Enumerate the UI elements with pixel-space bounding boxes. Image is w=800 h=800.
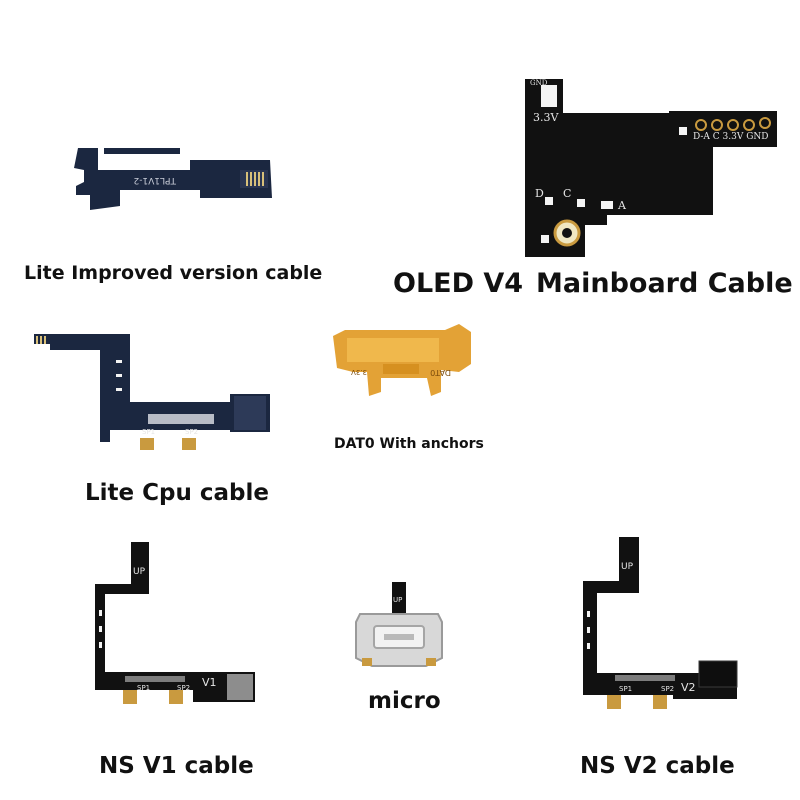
- oled-gnd-top: GND: [530, 79, 548, 87]
- v1-up-label: UP: [133, 567, 146, 577]
- ns-v1-cable-image: UP SP1 SP2 V1: [85, 540, 265, 710]
- ns-v2-cable-image: UP SP1 SP2 V2: [575, 535, 745, 710]
- dat0-left-label: 3.3V: [351, 368, 367, 376]
- oled-v4-cable-image: GND 3.3V D-A C 3.3V GND D C A: [515, 75, 785, 260]
- lite-cpu-cable-image: SP1 SP2: [30, 330, 280, 455]
- lite-improved-silk-label: TPL1V1-2: [133, 175, 177, 185]
- v2-sp2: SP2: [661, 685, 674, 693]
- v1-sp2: SP2: [177, 684, 190, 692]
- lite-cpu-sp1: SP1: [142, 428, 155, 436]
- caption-ns-v1: NS V1 cable: [99, 753, 254, 779]
- oled-d: D: [535, 187, 544, 200]
- dat0-right-label: DAT0: [430, 368, 451, 377]
- v1-mark: V1: [202, 676, 217, 689]
- caption-lite-improved: Lite Improved version cable: [24, 262, 323, 284]
- v2-mark: V2: [681, 681, 696, 694]
- oled-pin-labels: D-A C 3.3V GND: [693, 132, 769, 142]
- v2-sp1: SP1: [619, 685, 632, 693]
- caption-dat0: DAT0 With anchors: [334, 436, 484, 452]
- v1-sp1: SP1: [137, 684, 150, 692]
- v2-up-label: UP: [621, 562, 634, 572]
- oled-c: C: [563, 187, 571, 200]
- oled-33v-left: 3.3V: [533, 111, 559, 124]
- lite-cpu-sp2: SP2: [185, 428, 198, 436]
- dat0-cable-image: 3.3V DAT0: [325, 320, 475, 410]
- oled-a: A: [617, 199, 627, 212]
- micro-connector-image: UP: [350, 580, 450, 675]
- caption-lite-cpu: Lite Cpu cable: [85, 480, 269, 506]
- lite-improved-cable-image: TPL1V1-2: [60, 140, 290, 225]
- caption-oled-v4: OLED V4: [393, 268, 524, 299]
- micro-up-label: UP: [393, 596, 402, 604]
- caption-micro: micro: [368, 688, 441, 714]
- caption-mainboard-cable: Mainboard Cable: [536, 268, 793, 299]
- caption-ns-v2: NS V2 cable: [580, 753, 735, 779]
